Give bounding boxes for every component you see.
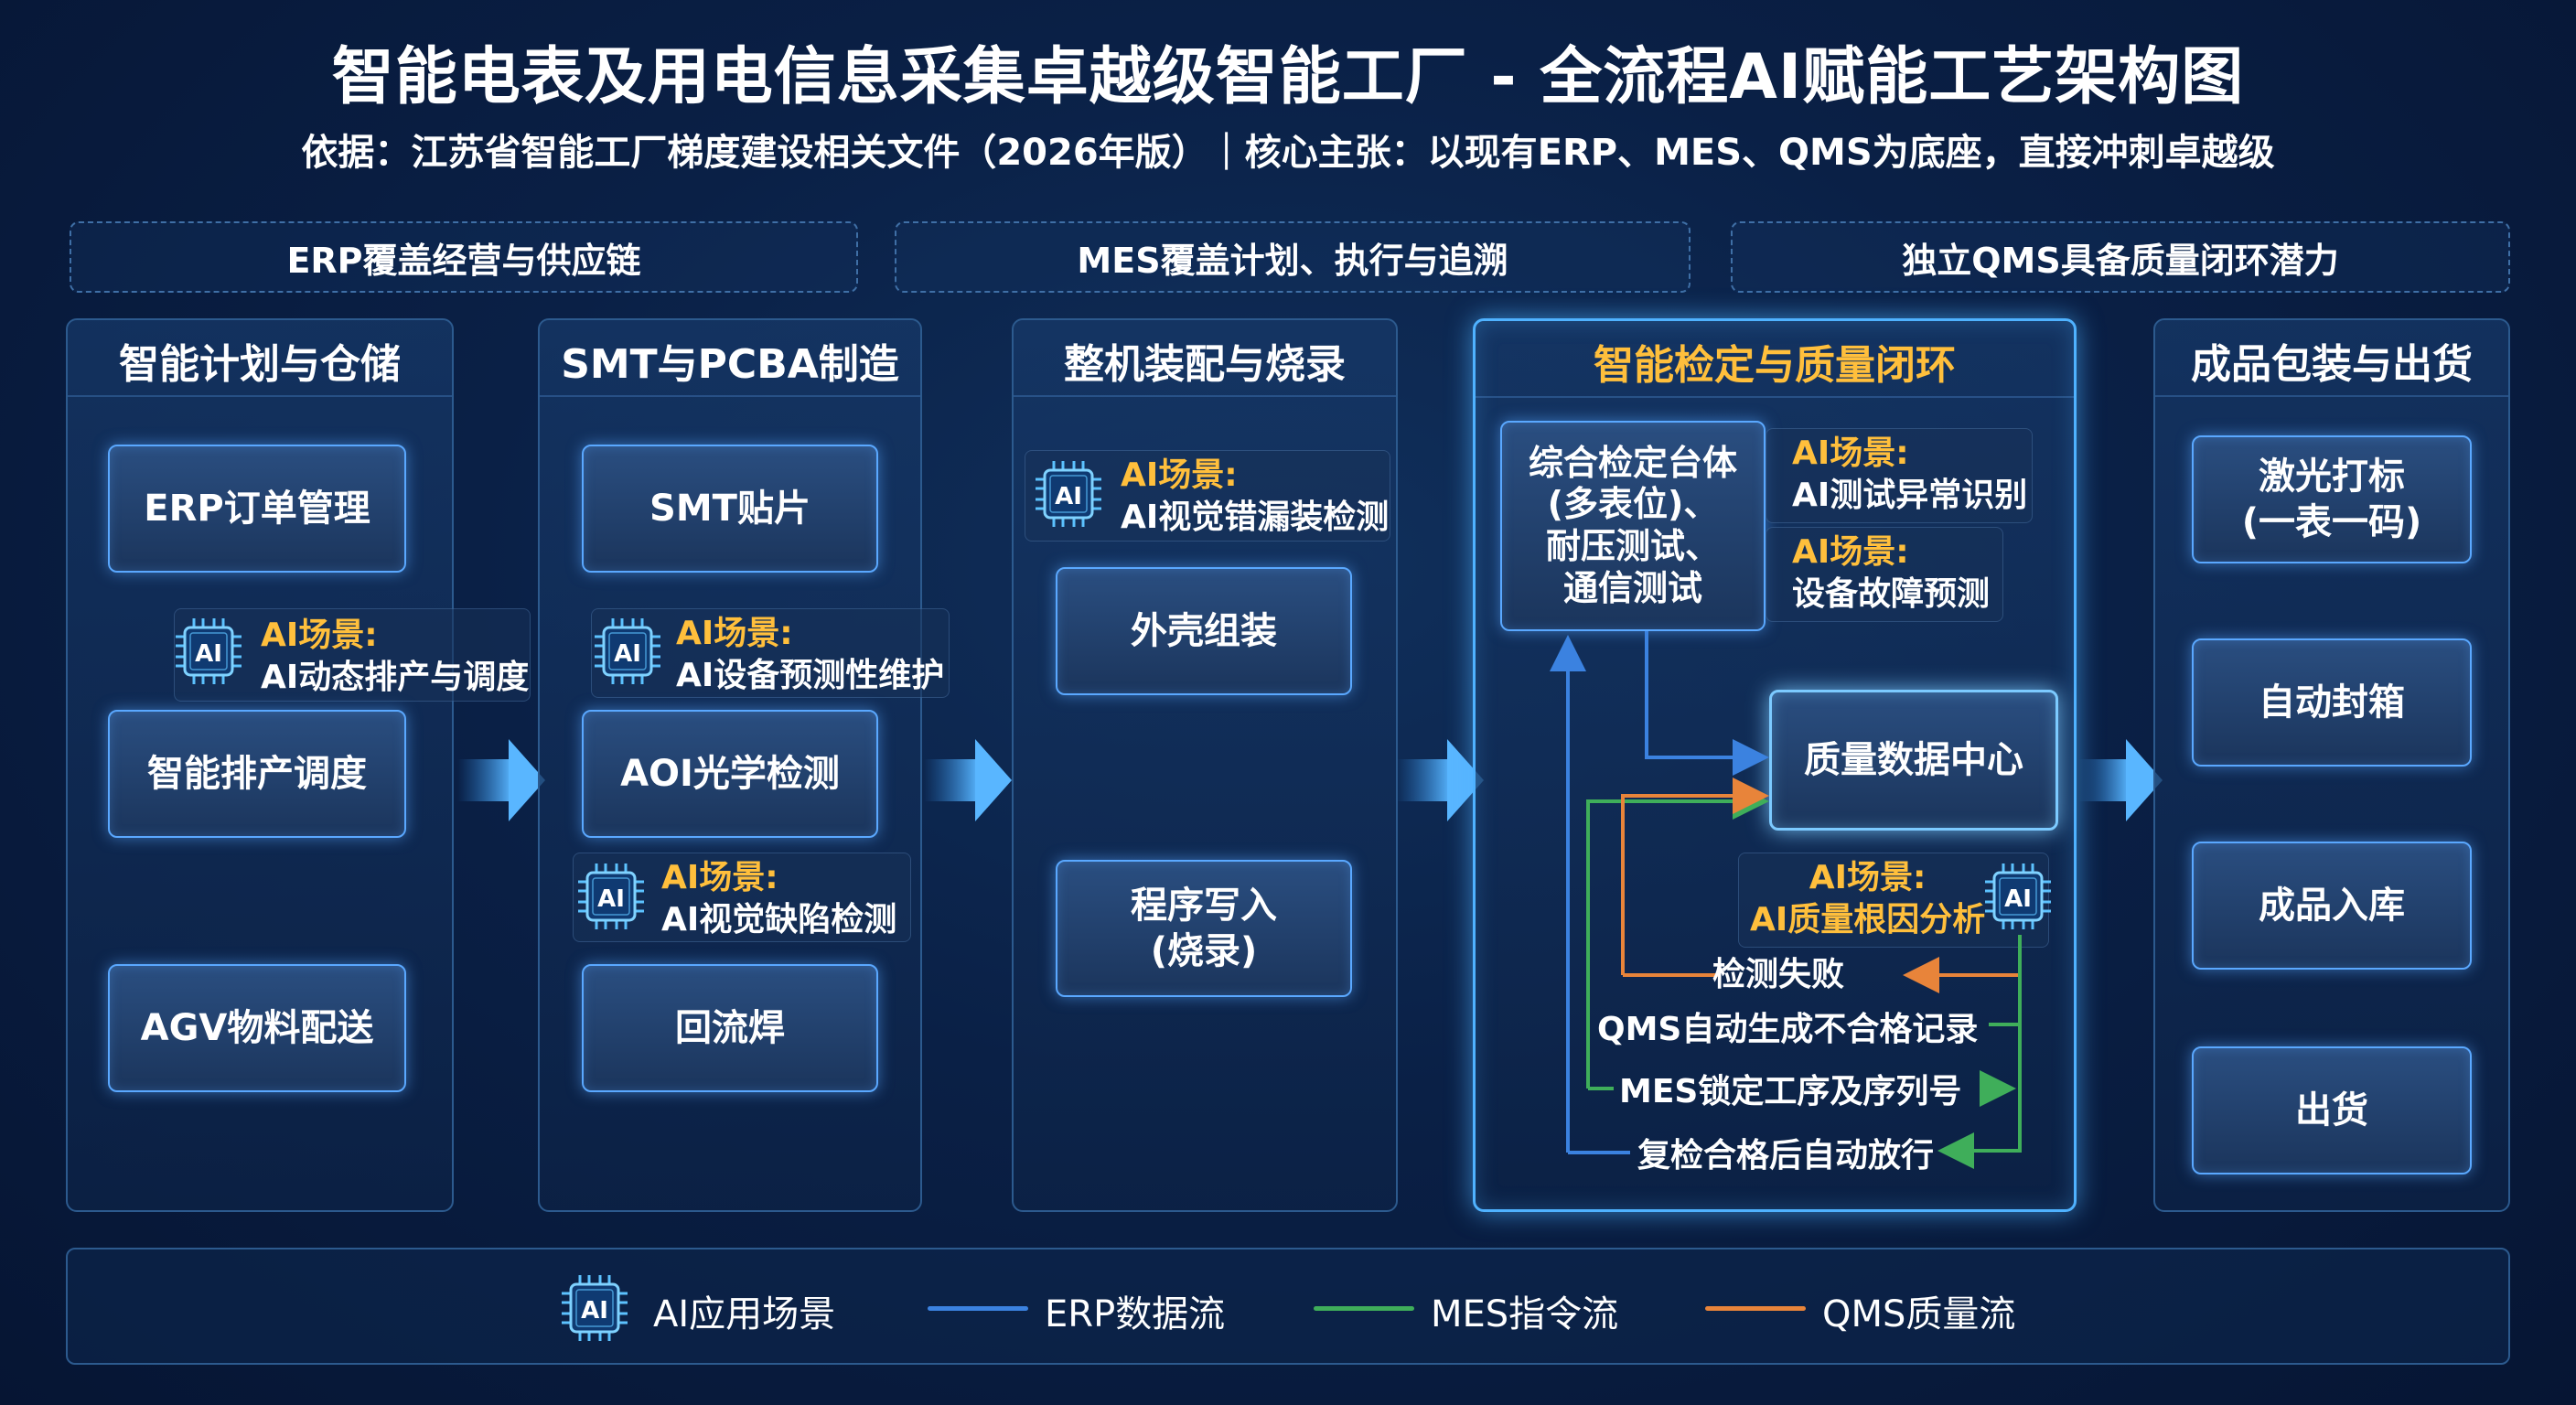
ai-scene-desc: AI视觉缺陷检测 bbox=[661, 901, 897, 938]
svg-text:AI: AI bbox=[195, 640, 222, 668]
card-warehousing[interactable]: 成品入库 bbox=[2192, 842, 2472, 970]
card-erp-order[interactable]: ERP订单管理 bbox=[108, 445, 406, 573]
ai-scene-desc: AI视觉错漏装检测 bbox=[1121, 499, 1390, 536]
card-agv-delivery[interactable]: AGV物料配送 bbox=[108, 964, 406, 1092]
ai-scene-desc: AI测试异常识别 bbox=[1792, 477, 2028, 514]
stage-title: SMT与PCBA制造 bbox=[540, 333, 920, 397]
card-quality-data-center[interactable]: 质量数据中心 bbox=[1769, 690, 2058, 831]
ai-scene-predictive-maintenance: AI场景: AI设备预测性维护 bbox=[591, 608, 950, 698]
stage-title: 成品包装与出货 bbox=[2155, 333, 2508, 397]
ai-scene-text: AI场景: 设备故障预测 bbox=[1792, 531, 1990, 616]
legend bbox=[66, 1248, 2510, 1365]
ai-scene-desc: AI质量根因分析 bbox=[1750, 901, 1986, 938]
ai-scene-tag: AI场景: bbox=[1121, 456, 1238, 494]
stage-arrow bbox=[457, 739, 545, 821]
svg-text:AI: AI bbox=[614, 640, 641, 668]
stage-title: 智能检定与质量闭环 bbox=[1476, 334, 2074, 398]
ai-scene-text: AI场景: AI动态排产与调度 bbox=[261, 615, 529, 699]
ai-chip-icon: AI bbox=[558, 1271, 631, 1345]
erp-flow-line bbox=[1645, 631, 1769, 776]
ai-scene-text: AI场景: AI设备预测性维护 bbox=[676, 613, 944, 697]
ai-scene-text: AI场景: AI视觉缺陷检测 bbox=[661, 857, 896, 941]
svg-text:AI: AI bbox=[2004, 885, 2032, 913]
stage-arrow bbox=[1396, 739, 1484, 821]
stage-title: 智能计划与仓储 bbox=[68, 333, 452, 397]
legend-line-qms bbox=[1705, 1306, 1806, 1311]
card-test-bench[interactable]: 综合检定台体 (多表位)、 耐压测试、 通信测试 bbox=[1500, 421, 1766, 631]
page-subtitle: 依据：江苏省智能工厂梯度建设相关文件（2026年版）｜核心主张：以现有ERP、M… bbox=[301, 132, 2275, 174]
ai-scene-tag: AI场景: bbox=[661, 859, 778, 896]
stage-arrow bbox=[924, 739, 1012, 821]
qms-flow-line bbox=[1903, 935, 2022, 993]
ai-chip-icon: AI bbox=[1981, 860, 2055, 933]
legend-line-mes bbox=[1314, 1306, 1414, 1311]
legend-label-qms: QMS质量流 bbox=[1822, 1293, 2016, 1335]
card-smart-scheduling[interactable]: 智能排产调度 bbox=[108, 710, 406, 838]
ai-chip-icon: AI bbox=[172, 615, 245, 688]
svg-text:AI: AI bbox=[597, 885, 625, 913]
card-aoi-inspection[interactable]: AOI光学检测 bbox=[582, 710, 878, 838]
flow-step-qms-record: QMS自动生成不合格记录 bbox=[1597, 1011, 1979, 1048]
legend-label-ai: AI应用场景 bbox=[653, 1293, 836, 1335]
ai-scene-tag: AI场景: bbox=[1809, 859, 1927, 896]
ai-scene-tag: AI场景: bbox=[676, 615, 793, 652]
ai-scene-tag: AI场景: bbox=[1792, 434, 1909, 472]
mes-flow-line bbox=[1937, 935, 2022, 1169]
page-title: 智能电表及用电信息采集卓越级智能工厂 - 全流程AI赋能工艺架构图 bbox=[331, 41, 2245, 113]
card-shipping[interactable]: 出货 bbox=[2192, 1046, 2472, 1174]
card-smt-placement[interactable]: SMT贴片 bbox=[582, 445, 878, 573]
legend-label-erp: ERP数据流 bbox=[1045, 1293, 1226, 1335]
mes-flow-line bbox=[1586, 783, 1769, 1089]
ai-scene-tag: AI场景: bbox=[261, 617, 378, 654]
card-shell-assembly[interactable]: 外壳组装 bbox=[1056, 567, 1352, 695]
system-bar-qms: 独立QMS具备质量闭环潜力 bbox=[1731, 221, 2510, 293]
ai-scene-tag: AI场景: bbox=[1792, 533, 1909, 571]
card-laser-marking[interactable]: 激光打标 (一表一码) bbox=[2192, 435, 2472, 563]
ai-scene-desc: AI设备预测性维护 bbox=[676, 657, 945, 694]
svg-text:AI: AI bbox=[1055, 483, 1082, 510]
ai-scene-text: AI场景: AI测试异常识别 bbox=[1792, 433, 2027, 517]
card-reflow-soldering[interactable]: 回流焊 bbox=[582, 964, 878, 1092]
ai-chip-icon: AI bbox=[1032, 457, 1105, 531]
ai-chip-icon: AI bbox=[591, 615, 664, 688]
ai-scene-text: AI场景: AI质量根因分析 bbox=[1750, 857, 1985, 941]
ai-scene-text: AI场景: AI视觉错漏装检测 bbox=[1121, 455, 1389, 539]
flow-step-mes-lock: MES锁定工序及序列号 bbox=[1619, 1073, 1962, 1110]
svg-text:AI: AI bbox=[581, 1297, 608, 1325]
ai-scene-desc: 设备故障预测 bbox=[1792, 575, 1991, 613]
ai-scene-equipment-fault: AI场景: 设备故障预测 bbox=[1766, 527, 2003, 622]
ai-scene-test-anomaly: AI场景: AI测试异常识别 bbox=[1766, 428, 2033, 523]
legend-label-mes: MES指令流 bbox=[1431, 1293, 1619, 1335]
stage-arrow bbox=[2078, 739, 2163, 821]
system-bar-erp: ERP覆盖经营与供应链 bbox=[70, 221, 858, 293]
flow-step-auto-release: 复检合格后自动放行 bbox=[1637, 1137, 1935, 1174]
ai-scene-desc: AI动态排产与调度 bbox=[261, 659, 530, 696]
card-auto-sealing[interactable]: 自动封箱 bbox=[2192, 638, 2472, 767]
ai-chip-icon: AI bbox=[574, 860, 648, 933]
stage-title: 整机装配与烧录 bbox=[1014, 333, 1396, 397]
system-bar-mes: MES覆盖计划、执行与追溯 bbox=[895, 221, 1690, 293]
card-firmware-programming[interactable]: 程序写入 (烧录) bbox=[1056, 860, 1352, 997]
flow-step-test-failure: 检测失败 bbox=[1712, 956, 1845, 993]
qms-flow-line bbox=[1621, 778, 1769, 975]
legend-line-erp bbox=[928, 1306, 1028, 1311]
